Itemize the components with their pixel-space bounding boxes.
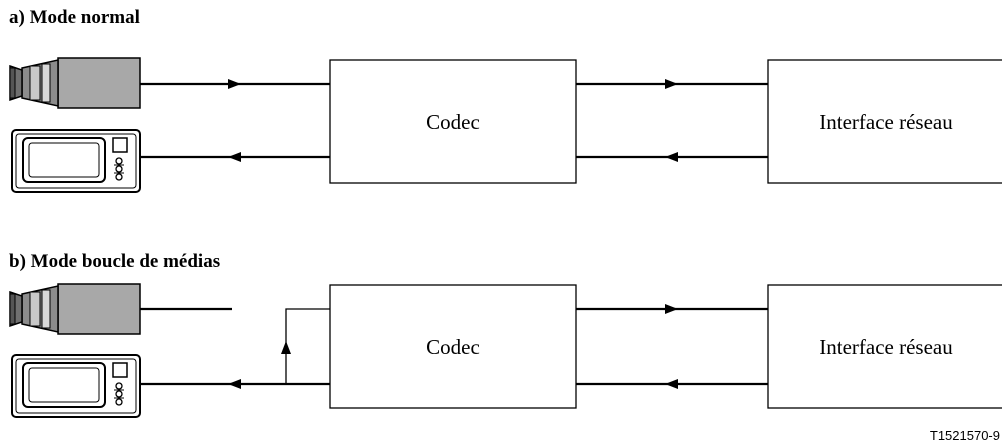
arrow-right-icon xyxy=(228,79,241,89)
network-interface-label: Interface réseau xyxy=(819,335,953,359)
codec-label: Codec xyxy=(426,110,480,134)
arrow-right-icon xyxy=(665,304,678,314)
figure-reference: T1521570-9 xyxy=(930,428,1000,443)
codec-box xyxy=(329,59,577,184)
media-loop-wire xyxy=(285,308,330,384)
section-a: a) Mode normal Codec Interface réseau xyxy=(9,7,1002,193)
camera-icon xyxy=(9,283,141,335)
arrow-left-icon xyxy=(665,379,678,389)
network-interface-label: Interface réseau xyxy=(819,110,953,134)
arrow-left-icon xyxy=(665,152,678,162)
arrow-right-icon xyxy=(665,79,678,89)
camera-icon xyxy=(9,57,141,109)
arrow-left-icon xyxy=(228,379,241,389)
section-a-title: a) Mode normal xyxy=(9,7,140,28)
arrow-left-icon xyxy=(228,152,241,162)
monitor-icon xyxy=(11,129,141,193)
section-b-title: b) Mode boucle de médias xyxy=(9,251,220,272)
arrow-up-icon xyxy=(281,341,291,354)
monitor-icon xyxy=(11,354,141,418)
network-interface-box xyxy=(767,59,1002,184)
network-interface-box xyxy=(767,284,1002,409)
section-b: b) Mode boucle de médias Codec Interface… xyxy=(9,251,1002,418)
codec-label: Codec xyxy=(426,335,480,359)
codec-box xyxy=(329,284,577,409)
